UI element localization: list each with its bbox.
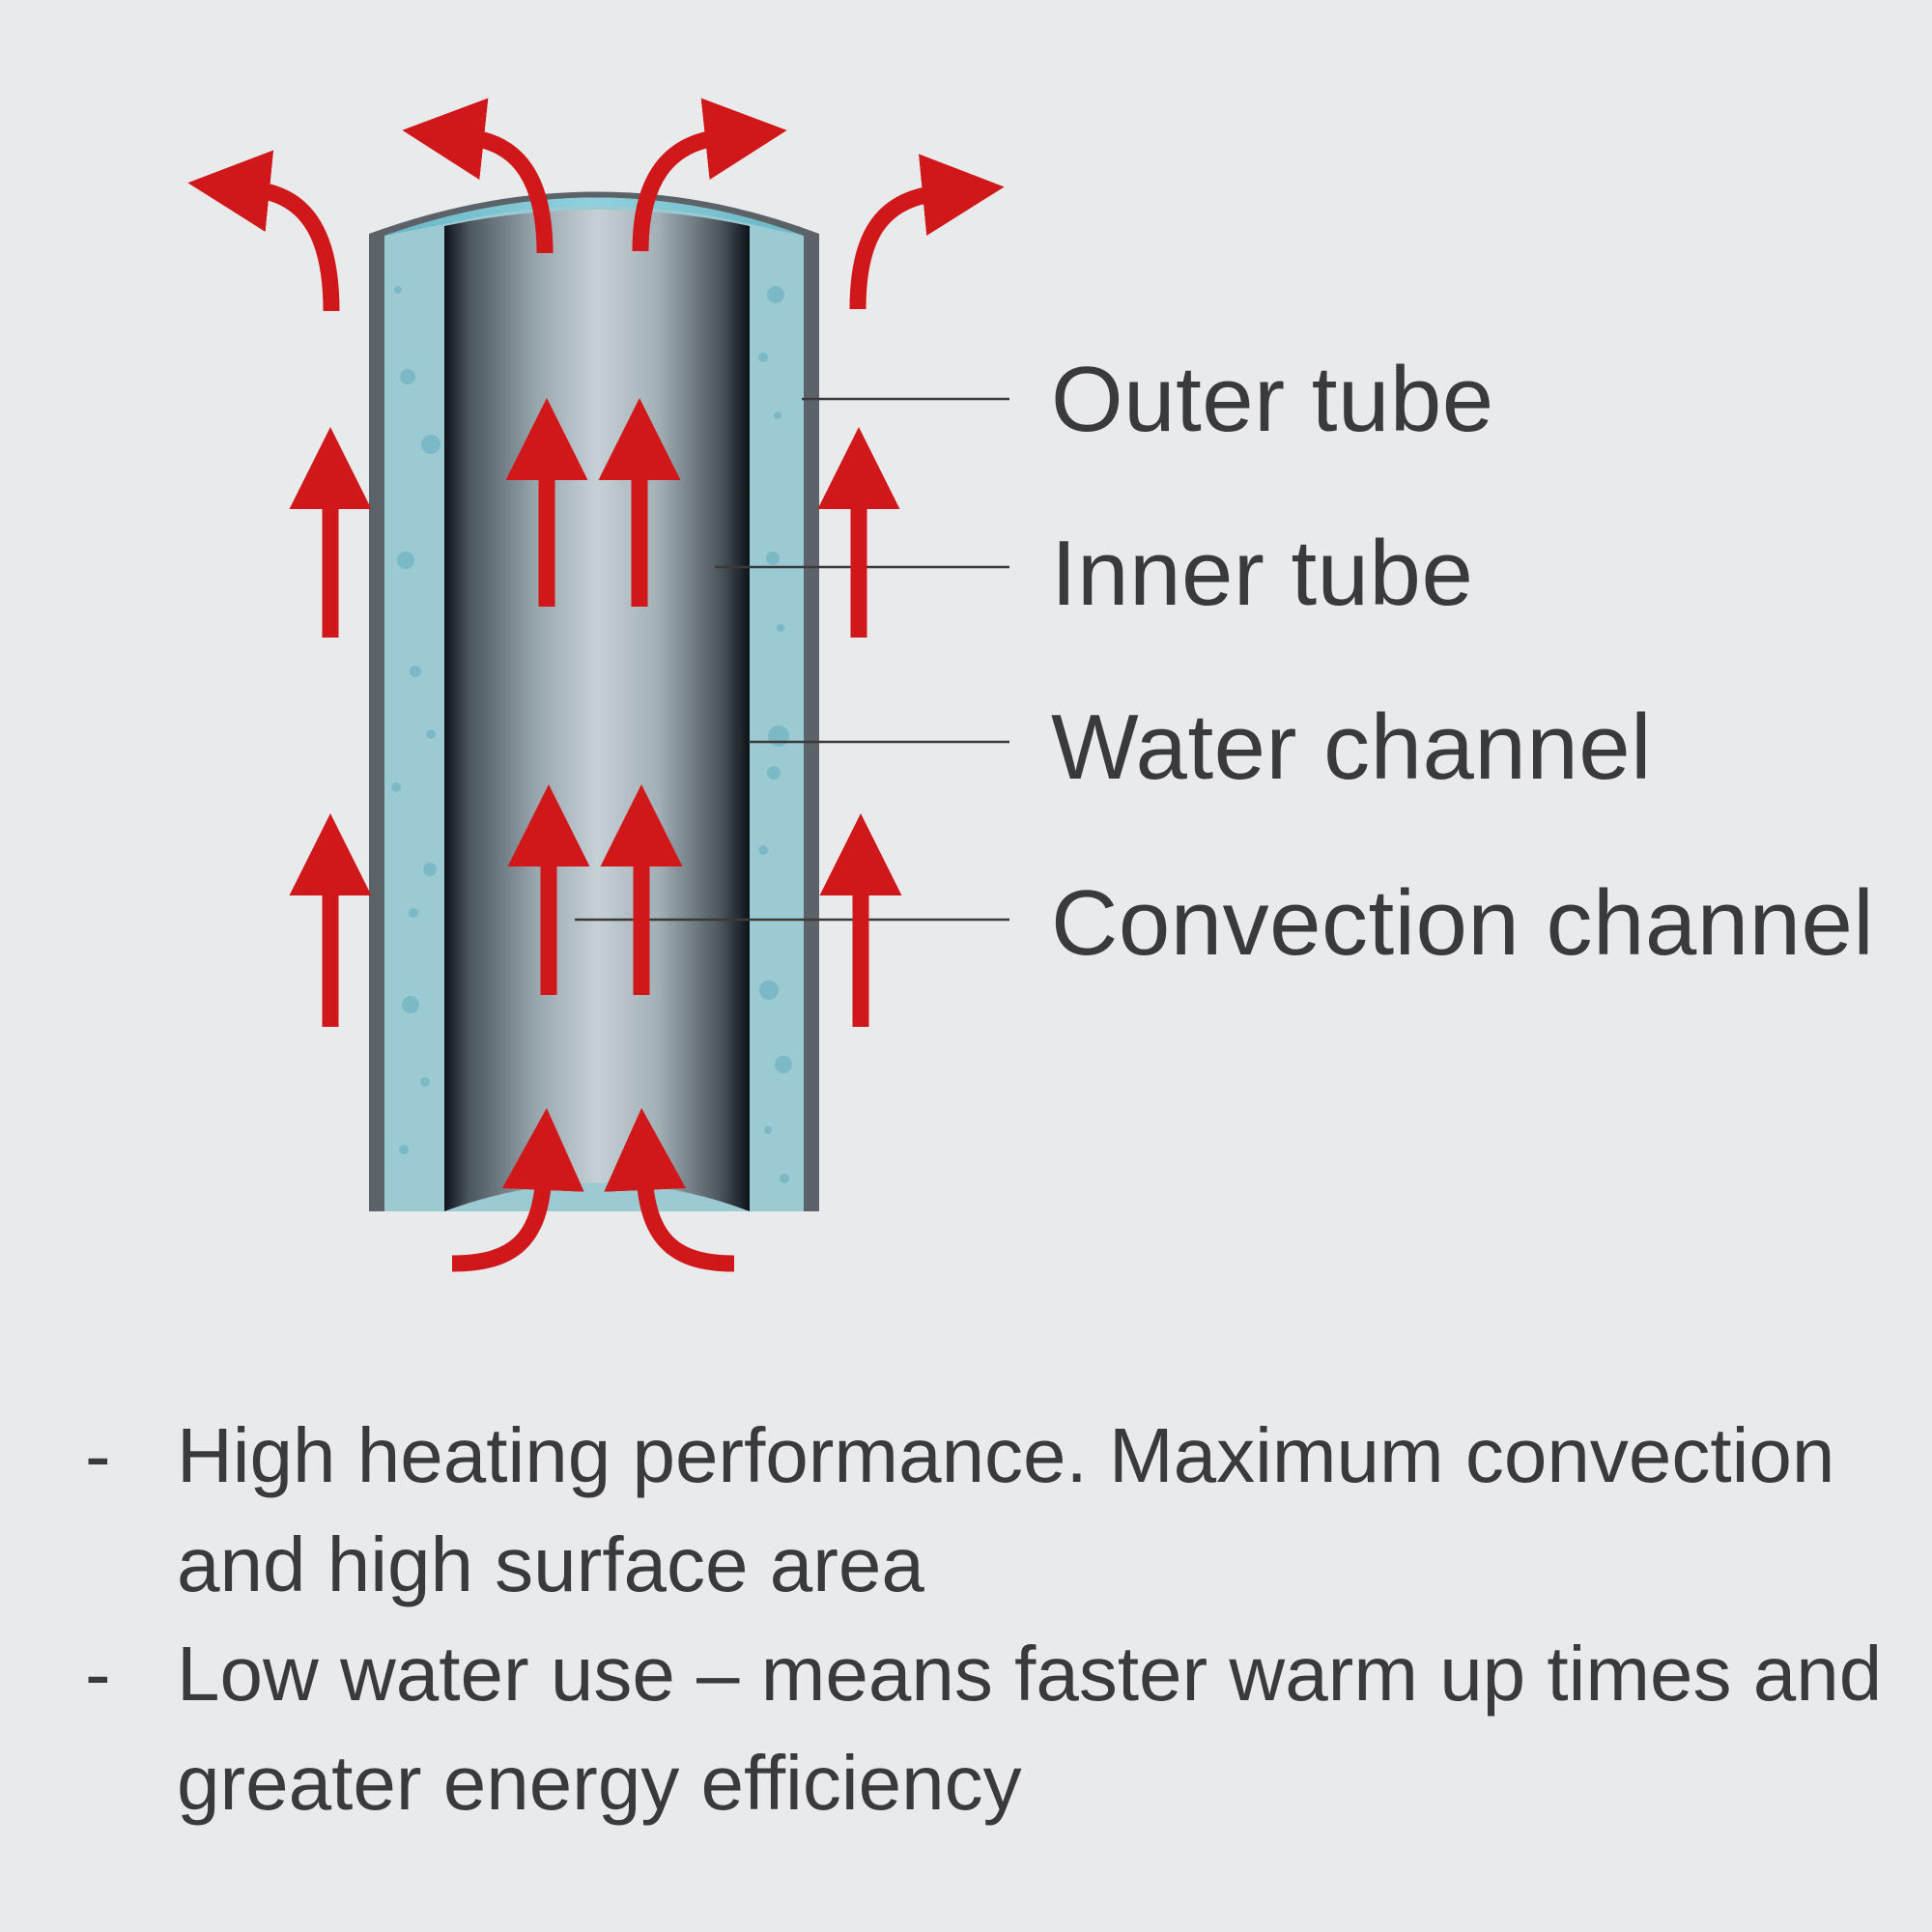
benefit-text: Low water use – means faster warm up tim… (177, 1631, 1883, 1826)
tube-top-cap (384, 197, 804, 236)
bullet-dash: - (85, 1412, 111, 1498)
tube-diagram (187, 98, 1009, 1272)
benefit-text: High heating performance. Maximum convec… (177, 1412, 1835, 1607)
benefit-item: - High heating performance. Maximum conv… (85, 1401, 1901, 1619)
bullet-dash: - (85, 1631, 111, 1717)
curved-outflow-arrow-icon (402, 98, 554, 254)
water-channel-label: Water channel (1051, 696, 1652, 799)
curved-inflow-arrow-icon (604, 1108, 735, 1272)
inner-tube (444, 210, 750, 1211)
water-bubbles (391, 286, 792, 1183)
benefits-list: - High heating performance. Maximum conv… (85, 1401, 1901, 1837)
curved-outflow-arrow-icon (849, 154, 1005, 310)
outer-tube-label: Outer tube (1051, 348, 1494, 451)
curved-outflow-arrow-icon (632, 98, 787, 252)
inner-tube-label: Inner tube (1051, 522, 1474, 625)
curved-inflow-arrow-icon (451, 1108, 584, 1272)
convection-channel-label: Convection channel (1051, 871, 1875, 975)
curved-outflow-arrow-icon (187, 150, 340, 312)
benefit-item: - Low water use – means faster warm up t… (85, 1619, 1901, 1837)
